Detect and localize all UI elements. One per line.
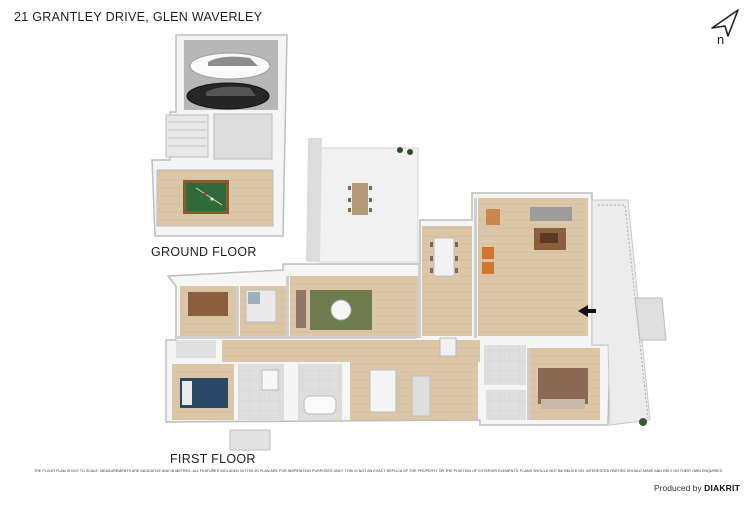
- bathtub: [303, 395, 337, 415]
- linen-cupboard: [176, 340, 216, 358]
- sofa: [530, 207, 572, 221]
- master-bed: [538, 368, 588, 404]
- credit-brand: DIAKRIT: [704, 483, 740, 493]
- storage-room: [213, 113, 273, 160]
- kitchen-table: [369, 369, 397, 413]
- laundry: [484, 345, 526, 385]
- north-arrow-icon: n: [711, 9, 739, 46]
- dining-table: [433, 237, 455, 277]
- property-address: 21 GRANTLEY DRIVE, GLEN WAVERLEY: [14, 10, 263, 24]
- bed-study: [188, 292, 228, 316]
- ground-floor-label: GROUND FLOOR: [151, 245, 257, 259]
- entry-arrow-icon: [578, 305, 596, 317]
- producer-credit: Produced by DIAKRIT: [654, 483, 740, 493]
- coffee-table: [330, 299, 352, 321]
- first-floor: [165, 138, 667, 451]
- first-floor-label: FIRST FLOOR: [170, 452, 256, 466]
- external-stairs: [634, 297, 667, 341]
- wc: [486, 390, 526, 420]
- kitchen-island: [411, 375, 431, 417]
- compass-letter: n: [717, 32, 724, 46]
- outdoor-table: [352, 183, 368, 215]
- disclaimer-text: THE FLOOR PLAN IS NOT TO SCALE. MEASUREM…: [34, 469, 724, 473]
- car-black: [186, 82, 270, 110]
- car-white: [189, 52, 271, 80]
- balcony-deck: [591, 199, 651, 426]
- front-porch: [229, 429, 271, 451]
- credit-prefix: Produced by: [654, 483, 702, 493]
- ground-stairs: [165, 114, 209, 158]
- armchair: [486, 209, 500, 225]
- side-wall: [306, 138, 322, 262]
- ground-floor: [151, 34, 288, 237]
